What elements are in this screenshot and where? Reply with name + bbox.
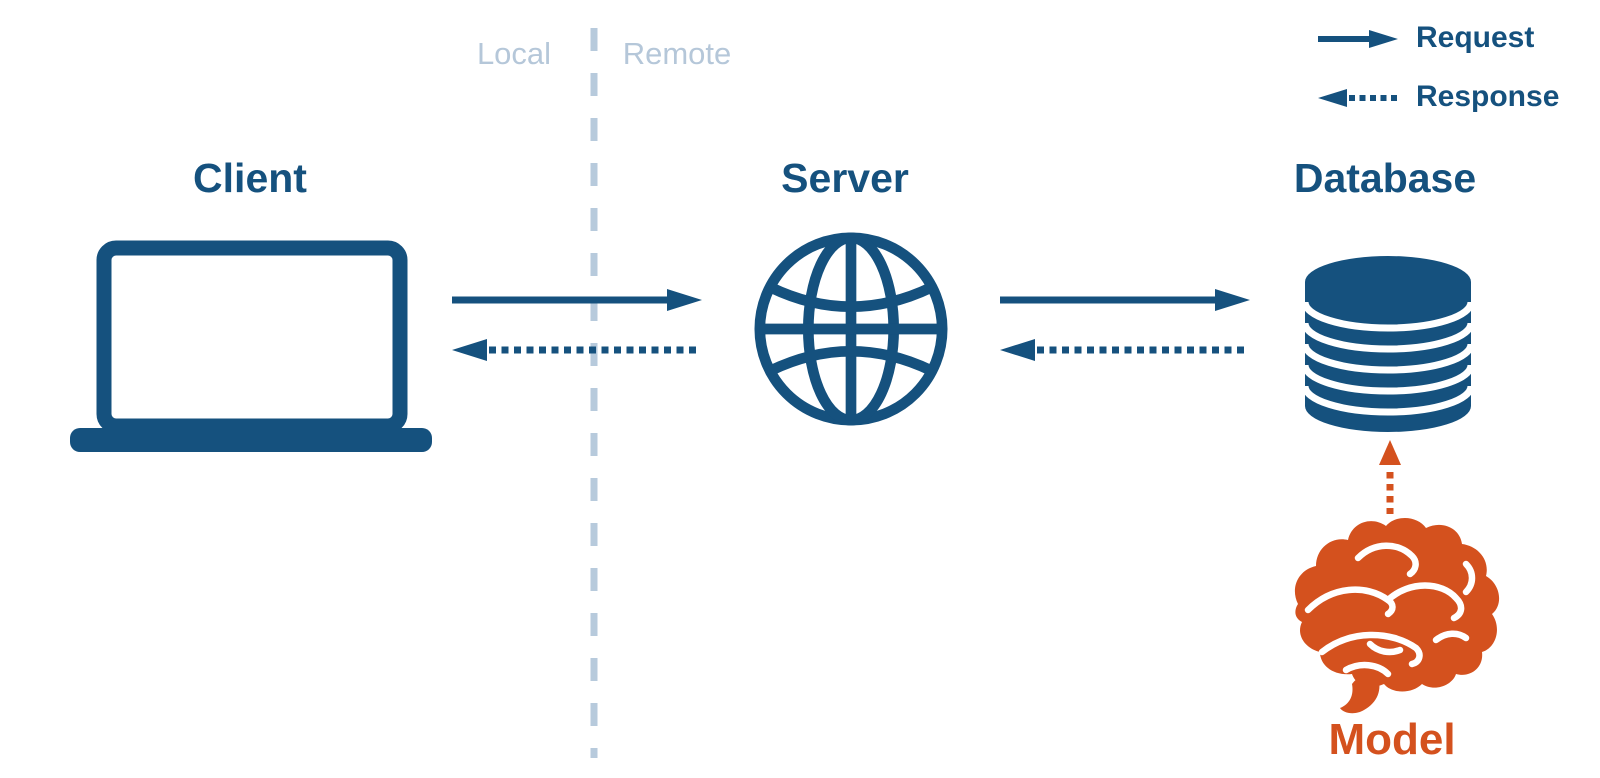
client-server-request-arrow xyxy=(452,289,702,311)
legend-request-label: Request xyxy=(1416,21,1535,54)
globe-icon xyxy=(754,232,948,426)
server-title: Server xyxy=(781,155,909,201)
database-title: Database xyxy=(1293,155,1477,201)
model-title: Model xyxy=(1328,715,1456,764)
brain-icon xyxy=(1294,517,1500,714)
local-remote-divider xyxy=(590,28,598,758)
database-server-response-arrow xyxy=(1000,339,1248,361)
server-database-request-arrow xyxy=(1000,289,1250,311)
model-database-arrow xyxy=(1379,440,1401,514)
zone-label-remote: Remote xyxy=(622,36,732,71)
response-arrow-icon xyxy=(1318,89,1398,107)
server-client-response-arrow xyxy=(452,339,700,361)
client-title: Client xyxy=(193,155,307,201)
laptop-icon xyxy=(70,240,432,452)
database-icon xyxy=(1302,256,1474,432)
zone-label-local: Local xyxy=(476,36,552,71)
request-arrow-icon xyxy=(1318,30,1398,48)
legend-response-label: Response xyxy=(1416,80,1560,113)
